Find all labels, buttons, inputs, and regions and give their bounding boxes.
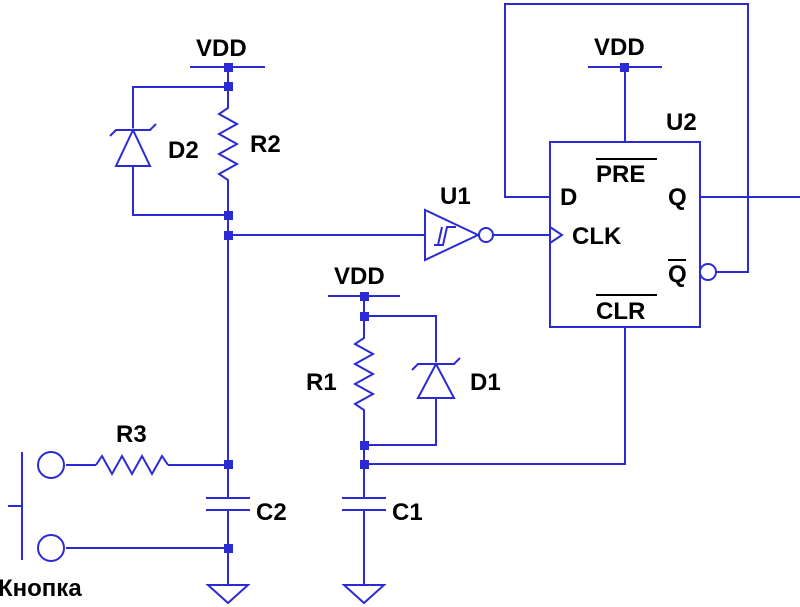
- pin-clk-label: CLK: [572, 223, 622, 250]
- node-r2-top: [224, 82, 233, 91]
- u1-label: U1: [440, 183, 471, 210]
- pin-q-label: Q: [668, 184, 687, 211]
- zener-diode-d1: D1: [411, 357, 501, 399]
- node-button-return: [224, 544, 233, 553]
- c2-label: C2: [256, 499, 287, 526]
- push-button: Кнопка: [0, 451, 82, 602]
- button-label: Кнопка: [0, 575, 82, 602]
- capacitor-c2: C2: [206, 497, 287, 526]
- zener-diode-d2: D2: [109, 123, 199, 167]
- resistor-r2: R2: [216, 87, 281, 215]
- pin-d-label: D: [560, 184, 577, 211]
- d1-label: D1: [470, 369, 501, 396]
- r2-label: R2: [250, 131, 281, 158]
- vdd-label-right: VDD: [334, 263, 385, 290]
- d-flip-flop-u2: U2 D CLK Q Q PRE CLR: [549, 109, 717, 328]
- vdd-supply-pre: VDD: [588, 34, 662, 68]
- vdd-supply-right: VDD: [328, 263, 400, 297]
- node-r3-junction: [224, 460, 233, 469]
- pin-pre-label: PRE: [596, 161, 645, 188]
- capacitor-c1: C1: [342, 497, 423, 526]
- r3-label: R3: [116, 421, 147, 448]
- resistor-r1: R1: [306, 316, 376, 445]
- resistor-r3: R3: [95, 421, 169, 477]
- vdd-label-pre: VDD: [594, 34, 645, 61]
- r1-label: R1: [306, 369, 337, 396]
- schmitt-inverter-u1: U1: [424, 183, 494, 262]
- d2-label: D2: [168, 137, 199, 164]
- vdd-supply-left: VDD: [190, 35, 265, 68]
- c1-label: C1: [392, 499, 423, 526]
- vdd-label-left: VDD: [196, 35, 247, 62]
- pin-clr-label: CLR: [596, 298, 645, 325]
- pin-qbar-label: Q: [668, 261, 687, 288]
- ground-left: [205, 584, 251, 605]
- ground-right: [341, 584, 387, 605]
- u2-label: U2: [666, 109, 697, 136]
